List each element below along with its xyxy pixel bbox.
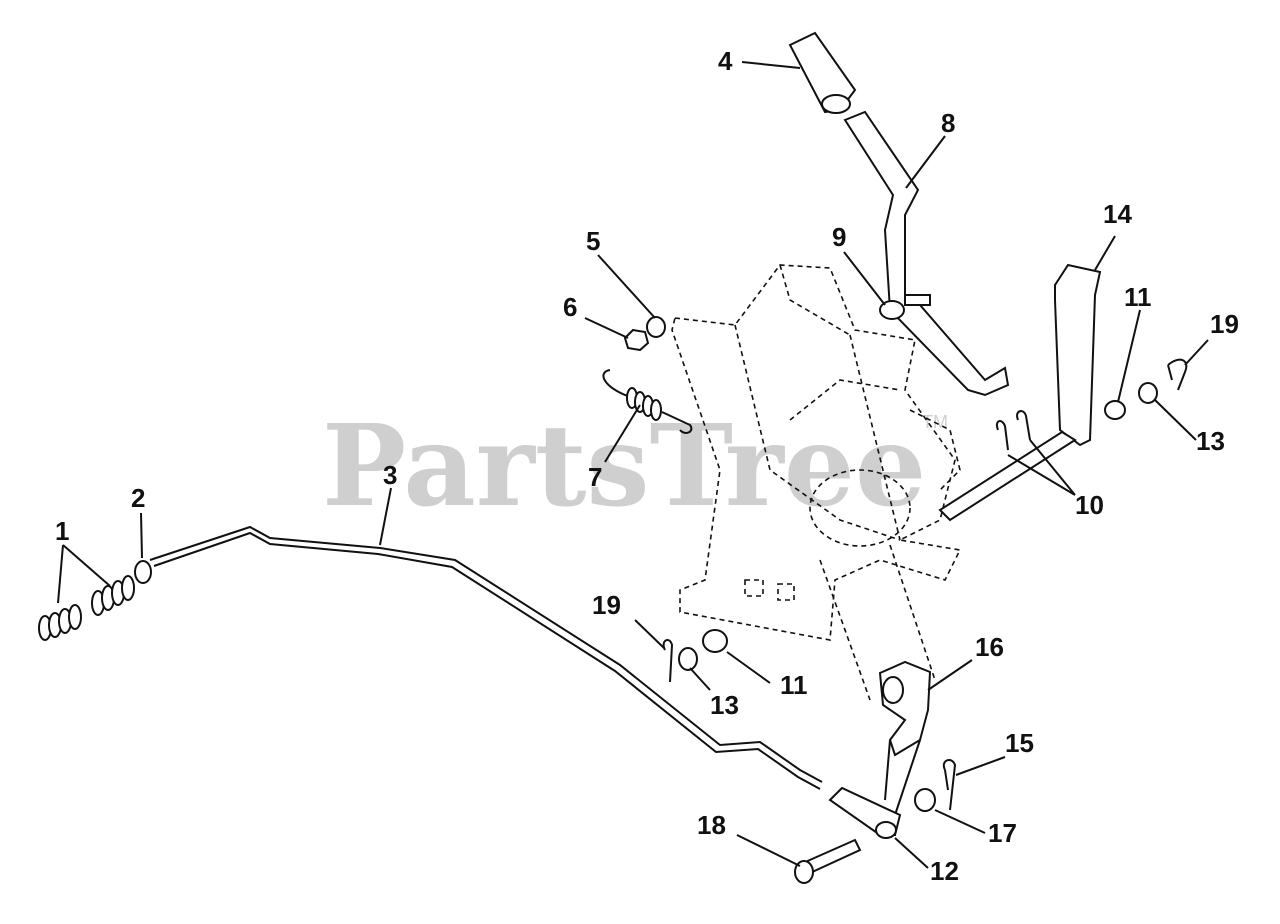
leader-lines: [57, 61, 1209, 869]
hairpin-clip-right: [1167, 358, 1188, 391]
washer-5: [646, 316, 666, 338]
callout-13-left: 13: [710, 690, 739, 720]
pedal: [938, 263, 1102, 522]
washer: [134, 560, 152, 584]
clevis-pin: [794, 838, 862, 884]
bushing-right: [1104, 400, 1126, 420]
nut: [623, 328, 650, 352]
washer-17: [914, 788, 936, 812]
callout-11-right: 11: [1124, 282, 1152, 312]
callout-16: 16: [975, 632, 1004, 662]
callout-2: 2: [131, 483, 145, 513]
bushing-left: [702, 629, 728, 653]
callout-13-right: 13: [1196, 426, 1225, 456]
lever-handle: [788, 31, 1010, 397]
washer-right: [1138, 382, 1158, 404]
control-rod: [149, 525, 823, 790]
pin-washer: [879, 294, 931, 320]
callout-12: 12: [930, 856, 959, 886]
hairpin-clips: [995, 410, 1031, 451]
callout-15: 15: [1005, 728, 1034, 758]
callout-10: 10: [1075, 490, 1104, 520]
extension-spring: [602, 369, 693, 434]
callout-8: 8: [941, 108, 955, 138]
callout-11-left: 11: [780, 670, 808, 700]
callout-18: 18: [697, 810, 726, 840]
callout-9: 9: [832, 222, 846, 252]
callout-17: 17: [988, 818, 1017, 848]
clevis-yoke: [828, 786, 902, 839]
callout-19-right: 19: [1210, 309, 1239, 339]
washer-left: [678, 647, 698, 671]
springs: [38, 575, 135, 641]
callout-5: 5: [586, 226, 600, 256]
bracket-plate: [671, 264, 962, 701]
hairpin-clip-left: [662, 639, 674, 683]
callout-19-left: 19: [592, 590, 621, 620]
callout-14: 14: [1103, 199, 1132, 229]
callout-1: 1: [55, 516, 69, 546]
hairpin-clip-15: [942, 759, 957, 811]
callout-6: 6: [563, 292, 577, 322]
pivot-bracket: [878, 660, 932, 816]
watermark-text: PartsTree: [322, 401, 926, 532]
callout-4: 4: [718, 46, 733, 76]
callout-7: 7: [588, 462, 602, 492]
callout-3: 3: [383, 460, 397, 490]
